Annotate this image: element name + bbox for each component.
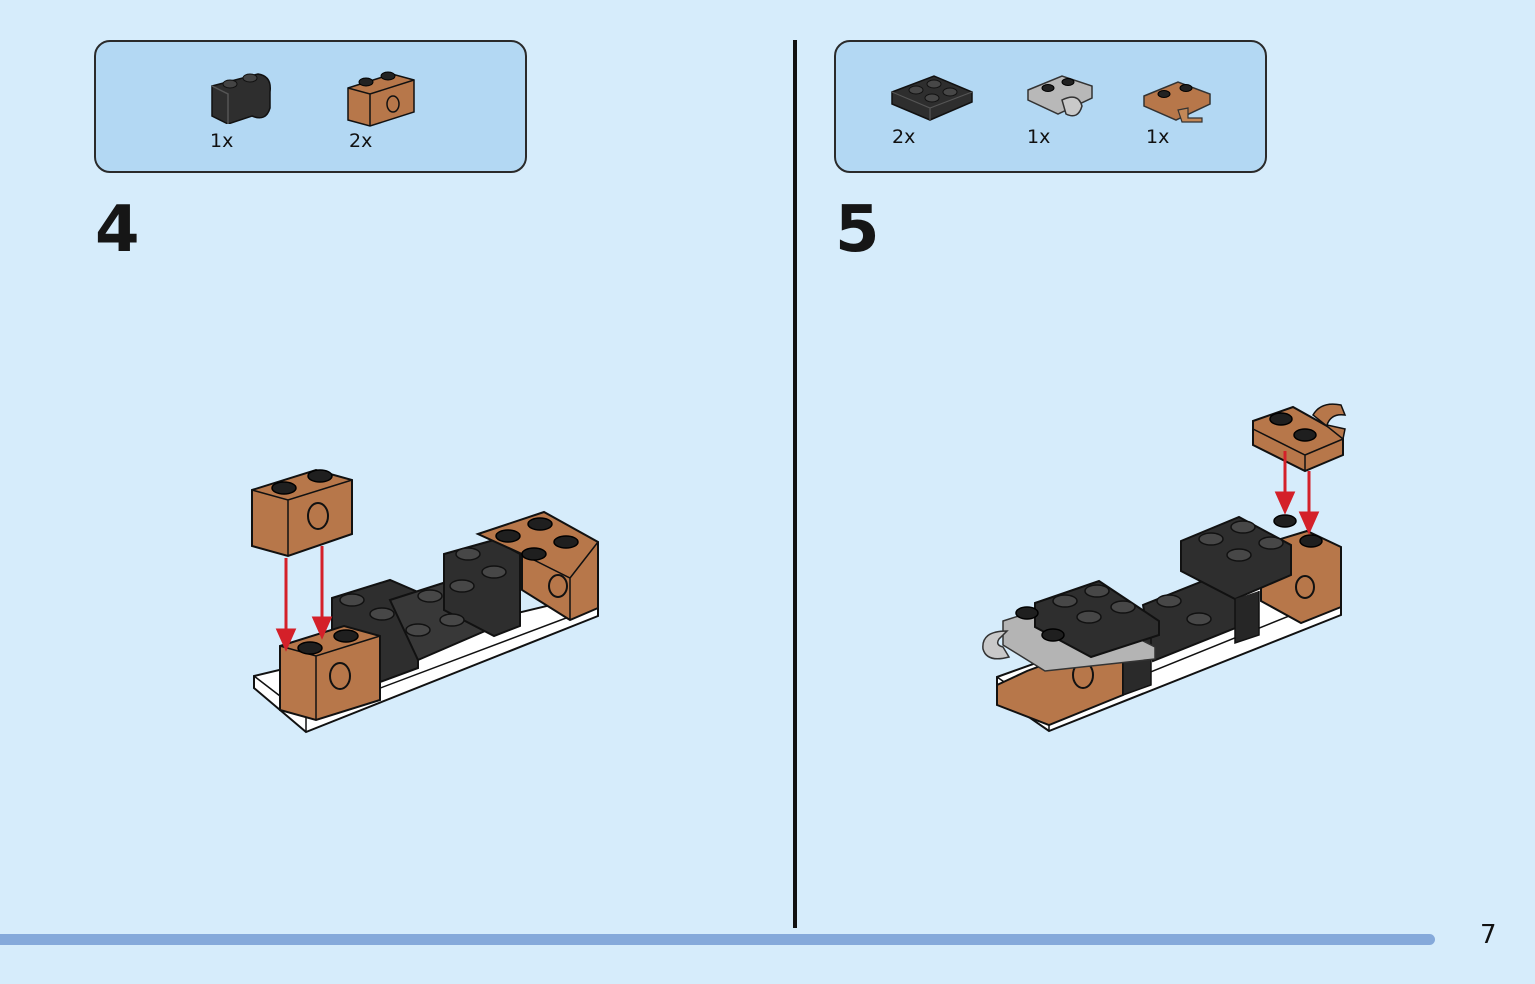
page-number: 7 (1480, 920, 1497, 950)
parts-callout-step-4: 1x 2x (94, 40, 527, 173)
step-number: 5 (835, 193, 880, 267)
page-divider (793, 40, 797, 928)
part-qty: 1x (210, 130, 234, 152)
arrow-icon (275, 546, 333, 652)
part-qty: 1x (1146, 126, 1170, 148)
brown-technic-brick-icon (347, 71, 415, 127)
part-qty: 2x (892, 126, 916, 148)
part-qty: 1x (1027, 126, 1051, 148)
parts-callout-step-5: 2x 1x 1x (834, 40, 1267, 173)
part-qty: 2x (349, 130, 373, 152)
brown-clip-plate-icon (1143, 81, 1211, 123)
step-number: 4 (95, 193, 140, 267)
arrow-icon (1274, 451, 1320, 535)
black-2x2-plate-icon (891, 75, 973, 121)
step-4-assembly-illustration (251, 468, 599, 734)
step-5-assembly-illustration (982, 403, 1347, 733)
gray-clip-plate-icon (1027, 75, 1093, 117)
progress-bar (0, 934, 1435, 945)
black-curved-brick-icon (211, 73, 271, 124)
